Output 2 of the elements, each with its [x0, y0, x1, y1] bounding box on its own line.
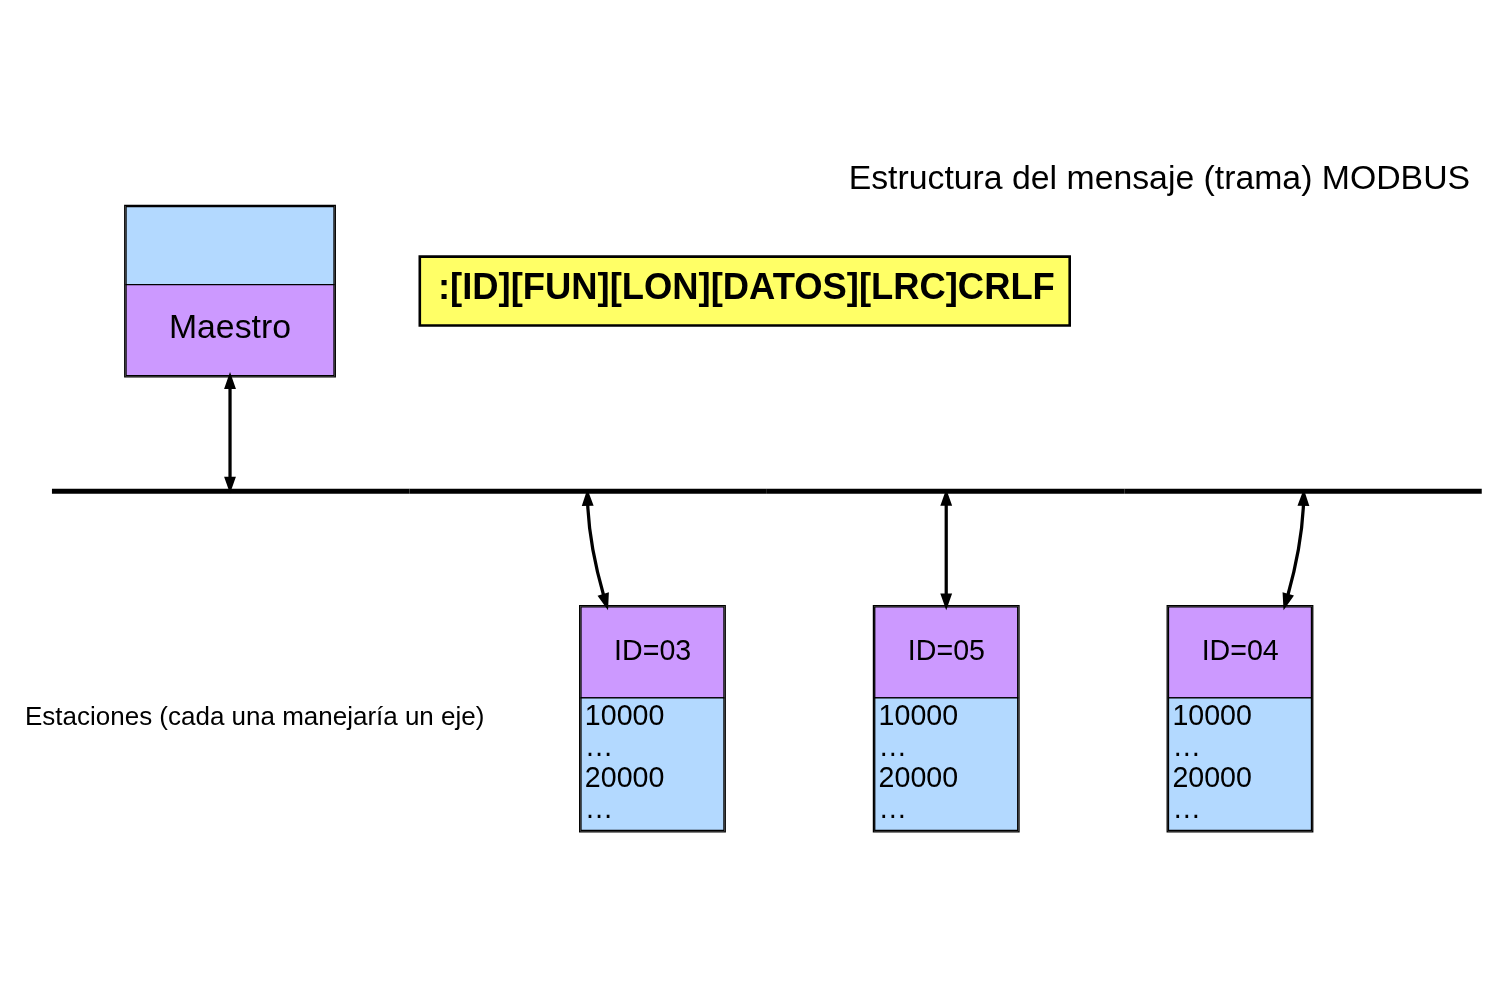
label: Estaciones (cada una manejaría un eje) [25, 700, 485, 731]
diagram-title: Estructura del mensaje (trama) MODBUS [848, 157, 1471, 196]
